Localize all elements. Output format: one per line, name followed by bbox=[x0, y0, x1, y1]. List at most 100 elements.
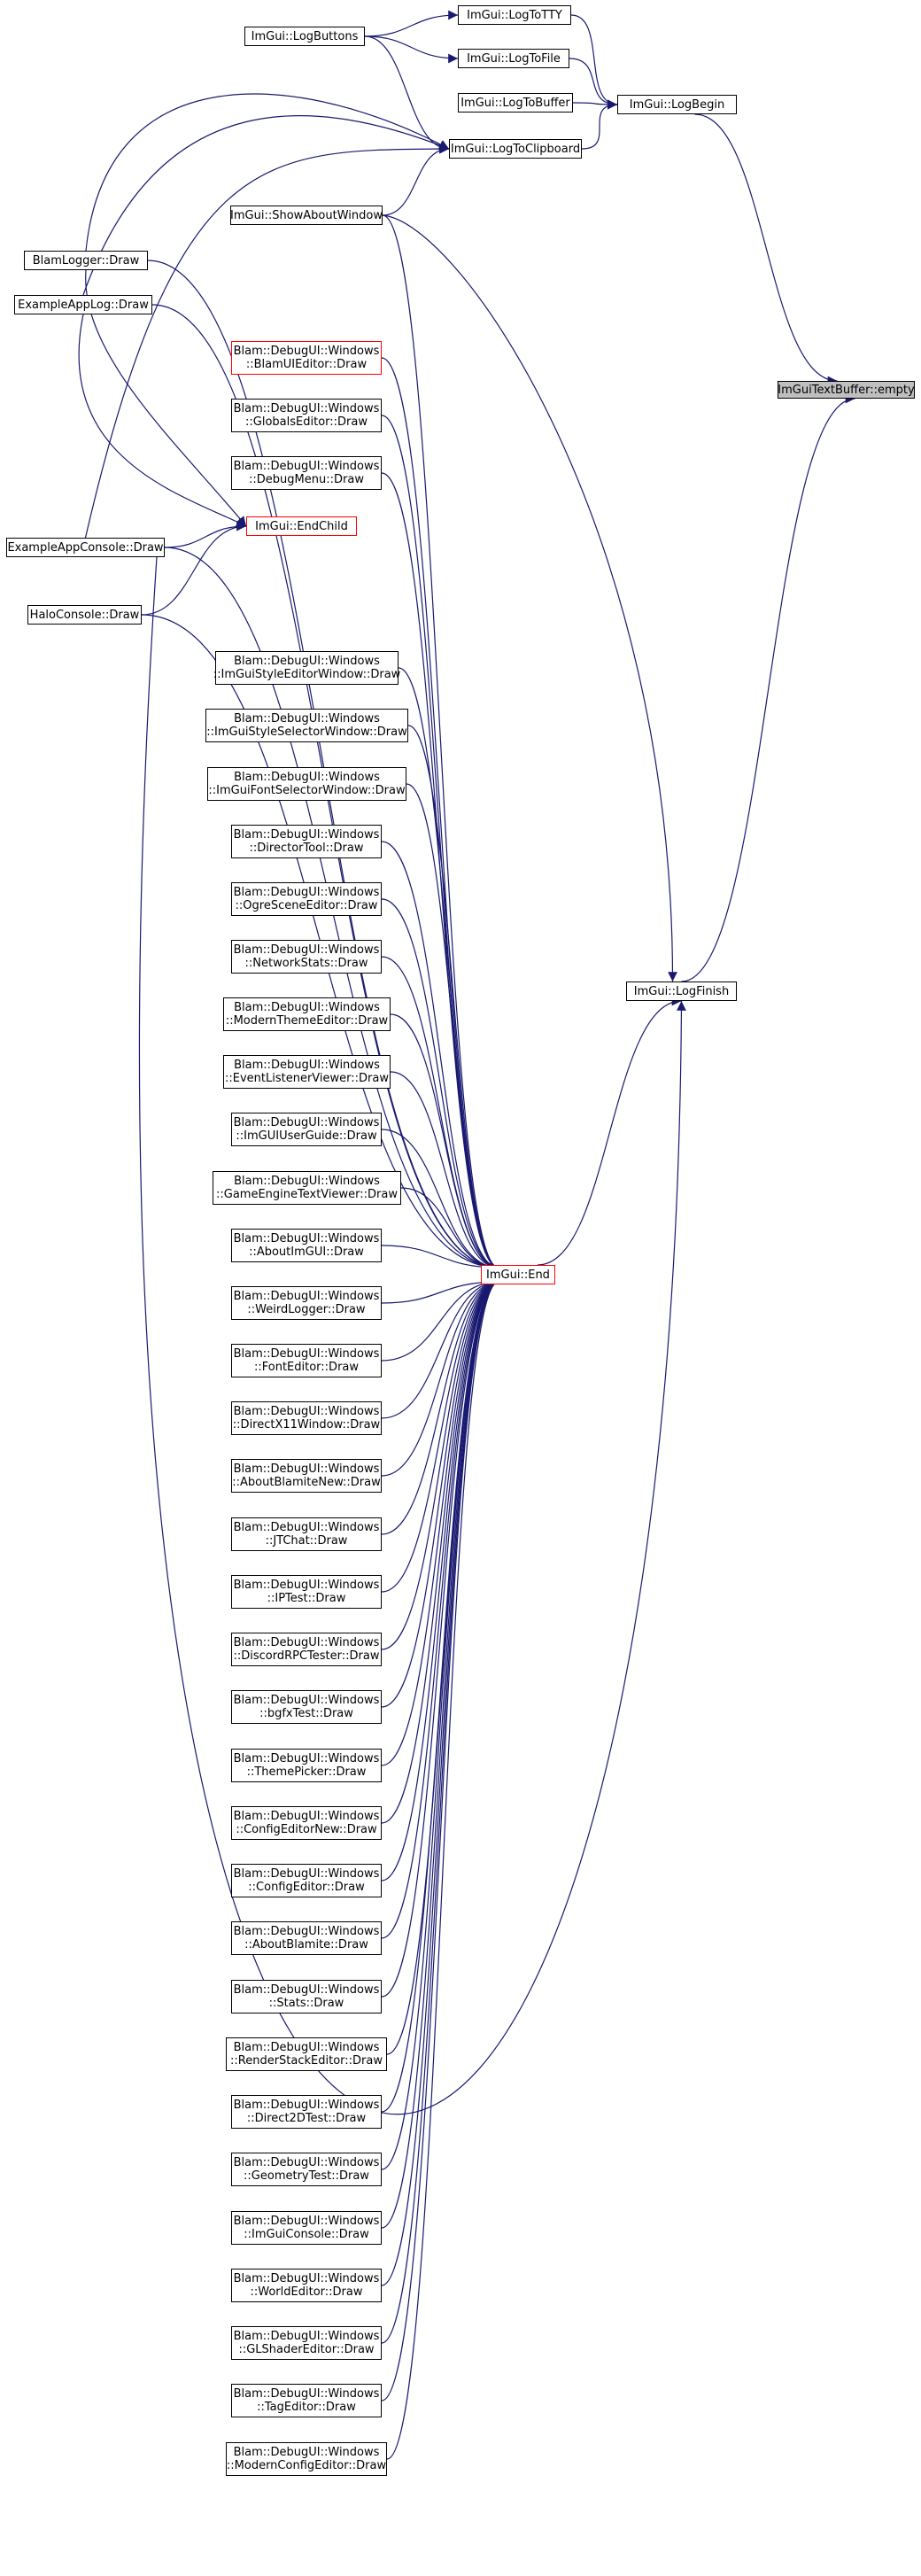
graph-node-n18[interactable]: Blam::DebugUI::Windows::ImGuiFontSelecto… bbox=[207, 767, 406, 801]
graph-node-n28[interactable]: ImGui::End bbox=[481, 1265, 555, 1284]
edge-n34-to-n28 bbox=[381, 1276, 499, 1593]
graph-node-n45[interactable]: Blam::DebugUI::Windows::ImGuiConsole::Dr… bbox=[231, 2211, 382, 2245]
graph-node-n6[interactable]: ImGui::LogToClipboard bbox=[449, 139, 582, 159]
graph-node-n42[interactable]: Blam::DebugUI::Windows::RenderStackEdito… bbox=[226, 2037, 387, 2071]
node-label-line: Blam::DebugUI::Windows bbox=[233, 1752, 380, 1765]
graph-node-n1[interactable]: ImGui::LogBegin bbox=[617, 95, 737, 114]
node-label-line: BlamLogger::Draw bbox=[32, 253, 140, 268]
node-label-line: ImGui::End bbox=[486, 1268, 550, 1282]
edge-n31-to-n28 bbox=[381, 1276, 499, 1419]
graph-node-n30[interactable]: Blam::DebugUI::Windows::FontEditor::Draw bbox=[231, 1344, 382, 1377]
edge-n4-to-n3 bbox=[364, 35, 459, 64]
graph-node-n11[interactable]: Blam::DebugUI::Windows::GlobalsEditor::D… bbox=[231, 399, 382, 432]
graph-node-n9[interactable]: ExampleAppLog::Draw bbox=[14, 295, 152, 314]
node-label-line: ::ConfigEditorNew::Draw bbox=[236, 1823, 377, 1836]
graph-node-n38[interactable]: Blam::DebugUI::Windows::ConfigEditorNew:… bbox=[231, 1806, 382, 1840]
edge-n47-to-n28 bbox=[381, 1276, 499, 2344]
graph-node-n49[interactable]: Blam::DebugUI::Windows::ModernConfigEdit… bbox=[226, 2442, 387, 2476]
edge-n40-to-n28 bbox=[381, 1276, 499, 1939]
graph-node-n2[interactable]: ImGui::LogToTTY bbox=[458, 5, 571, 25]
edge-n26-to-n28 bbox=[400, 1187, 499, 1273]
node-label-line: ::ImGuiStyleSelectorWindow::Draw bbox=[206, 725, 407, 739]
graph-node-n14[interactable]: ExampleAppConsole::Draw bbox=[6, 538, 165, 557]
graph-node-n4[interactable]: ImGui::LogButtons bbox=[244, 27, 365, 46]
node-label-line: ::ImGUIUserGuide::Draw bbox=[236, 1129, 377, 1143]
node-label-line: ::GLShaderEditor::Draw bbox=[238, 2343, 375, 2356]
node-label-line: Blam::DebugUI::Windows bbox=[234, 1059, 380, 1072]
graph-node-n7[interactable]: ImGui::ShowAboutWindow bbox=[230, 206, 383, 225]
graph-node-n35[interactable]: Blam::DebugUI::Windows::DiscordRPCTester… bbox=[231, 1633, 382, 1666]
node-label-line: ::ConfigEditor::Draw bbox=[248, 1881, 365, 1894]
graph-node-n27[interactable]: Blam::DebugUI::Windows::AboutImGUI::Draw bbox=[231, 1229, 382, 1262]
node-label-line: Blam::DebugUI::Windows bbox=[233, 1405, 380, 1418]
graph-node-n33[interactable]: Blam::DebugUI::Windows::JTChat::Draw bbox=[231, 1517, 382, 1551]
graph-node-n3[interactable]: ImGui::LogToFile bbox=[458, 49, 569, 68]
graph-node-n21[interactable]: Blam::DebugUI::Windows::NetworkStats::Dr… bbox=[231, 940, 382, 974]
graph-node-n44[interactable]: Blam::DebugUI::Windows::GeometryTest::Dr… bbox=[231, 2153, 382, 2186]
graph-node-n23[interactable]: Blam::DebugUI::Windows::ModernThemeEdito… bbox=[223, 997, 391, 1031]
node-label-line: ImGui::LogToTTY bbox=[467, 8, 562, 22]
graph-node-n41[interactable]: Blam::DebugUI::Windows::Stats::Draw bbox=[231, 1980, 382, 2013]
graph-node-n47[interactable]: Blam::DebugUI::Windows::GLShaderEditor::… bbox=[231, 2326, 382, 2360]
edge-n9-to-n6 bbox=[82, 115, 450, 296]
graph-node-n36[interactable]: Blam::DebugUI::Windows::bgfxTest::Draw bbox=[231, 1690, 382, 1724]
node-label-line: ::DirectorTool::Draw bbox=[249, 842, 364, 855]
graph-node-n39[interactable]: Blam::DebugUI::Windows::ConfigEditor::Dr… bbox=[231, 1864, 382, 1897]
node-label-line: ::ModernThemeEditor::Draw bbox=[225, 1014, 389, 1028]
edge-n22-to-n0 bbox=[681, 393, 855, 982]
node-label-line: ImGui::LogFinish bbox=[633, 984, 730, 998]
graph-node-n46[interactable]: Blam::DebugUI::Windows::WorldEditor::Dra… bbox=[231, 2269, 382, 2302]
node-label-line: Blam::DebugUI::Windows bbox=[233, 345, 380, 358]
node-label-line: ImGui::ShowAboutWindow bbox=[230, 208, 383, 222]
graph-node-n5[interactable]: ImGui::LogToBuffer bbox=[458, 93, 573, 113]
graph-node-n19[interactable]: Blam::DebugUI::Windows::DirectorTool::Dr… bbox=[231, 825, 382, 858]
graph-node-n10[interactable]: Blam::DebugUI::Windows::BlamUIEditor::Dr… bbox=[231, 341, 382, 375]
node-label-line: ::JTChat::Draw bbox=[265, 1534, 348, 1548]
edge-n43-to-n28 bbox=[381, 1276, 499, 2113]
graph-node-n32[interactable]: Blam::DebugUI::Windows::AboutBlamiteNew:… bbox=[231, 1459, 382, 1493]
edge-n38-to-n28 bbox=[381, 1276, 499, 1824]
graph-node-n40[interactable]: Blam::DebugUI::Windows::AboutBlamite::Dr… bbox=[231, 1921, 382, 1955]
edge-n35-to-n28 bbox=[381, 1276, 499, 1650]
edge-n8-to-n6 bbox=[85, 93, 450, 252]
node-label-line: Blam::DebugUI::Windows bbox=[233, 1463, 380, 1476]
graph-node-n16[interactable]: Blam::DebugUI::Windows::ImGuiStyleEditor… bbox=[213, 651, 400, 685]
graph-node-n17[interactable]: Blam::DebugUI::Windows::ImGuiStyleSelect… bbox=[205, 709, 408, 742]
graph-node-n8[interactable]: BlamLogger::Draw bbox=[24, 251, 148, 270]
graph-node-n29[interactable]: Blam::DebugUI::Windows::WeirdLogger::Dra… bbox=[231, 1286, 382, 1320]
graph-node-n34[interactable]: Blam::DebugUI::Windows::IPTest::Draw bbox=[231, 1575, 382, 1609]
node-label-line: Blam::DebugUI::Windows bbox=[234, 1001, 380, 1014]
graph-node-n26[interactable]: Blam::DebugUI::Windows::GameEngineTextVi… bbox=[213, 1171, 401, 1205]
edge-n39-to-n28 bbox=[381, 1276, 499, 1882]
node-label-line: Blam::DebugUI::Windows bbox=[233, 2156, 380, 2169]
graph-node-n12[interactable]: Blam::DebugUI::Windows::DebugMenu::Draw bbox=[231, 456, 382, 490]
edge-n15-to-n13 bbox=[141, 521, 247, 616]
graph-node-n15[interactable]: HaloConsole::Draw bbox=[27, 605, 142, 625]
graph-node-n25[interactable]: Blam::DebugUI::Windows::ImGUIUserGuide::… bbox=[231, 1113, 382, 1146]
graph-node-n48[interactable]: Blam::DebugUI::Windows::TagEditor::Draw bbox=[231, 2384, 382, 2417]
edge-n1-to-n0 bbox=[694, 113, 838, 386]
edge-n10-to-n28 bbox=[381, 357, 499, 1273]
node-label-line: Blam::DebugUI::Windows bbox=[233, 1116, 380, 1129]
graph-node-n43[interactable]: Blam::DebugUI::Windows::Direct2DTest::Dr… bbox=[231, 2095, 382, 2129]
graph-node-n37[interactable]: Blam::DebugUI::Windows::ThemePicker::Dra… bbox=[231, 1749, 382, 1782]
node-label-line: ::WorldEditor::Draw bbox=[250, 2285, 363, 2299]
node-label-line: Blam::DebugUI::Windows bbox=[233, 828, 380, 842]
graph-node-n20[interactable]: Blam::DebugUI::Windows::OgreSceneEditor:… bbox=[231, 882, 382, 916]
node-label-line: ::GlobalsEditor::Draw bbox=[245, 415, 368, 429]
node-label-line: ::ImGuiConsole::Draw bbox=[244, 2228, 369, 2241]
node-label-line: ImGui::LogToFile bbox=[467, 51, 561, 66]
edge-n33-to-n28 bbox=[381, 1276, 499, 1535]
graph-node-n22[interactable]: ImGui::LogFinish bbox=[626, 982, 737, 1001]
edge-n44-to-n28 bbox=[381, 1276, 499, 2170]
graph-node-n31[interactable]: Blam::DebugUI::Windows::DirectX11Window:… bbox=[231, 1401, 382, 1435]
node-label-line: ::WeirdLogger::Draw bbox=[247, 1303, 366, 1316]
edge-n27-to-n28 bbox=[381, 1245, 499, 1273]
graph-node-n24[interactable]: Blam::DebugUI::Windows::EventListenerVie… bbox=[223, 1055, 391, 1089]
node-label-line: ImGui::LogBegin bbox=[629, 97, 725, 112]
graph-node-n13[interactable]: ImGui::EndChild bbox=[246, 516, 357, 536]
node-label-line: ::NetworkStats::Draw bbox=[244, 957, 368, 970]
node-label-line: ImGui::LogToBuffer bbox=[460, 96, 570, 110]
edge-n7-to-n22 bbox=[382, 214, 677, 982]
